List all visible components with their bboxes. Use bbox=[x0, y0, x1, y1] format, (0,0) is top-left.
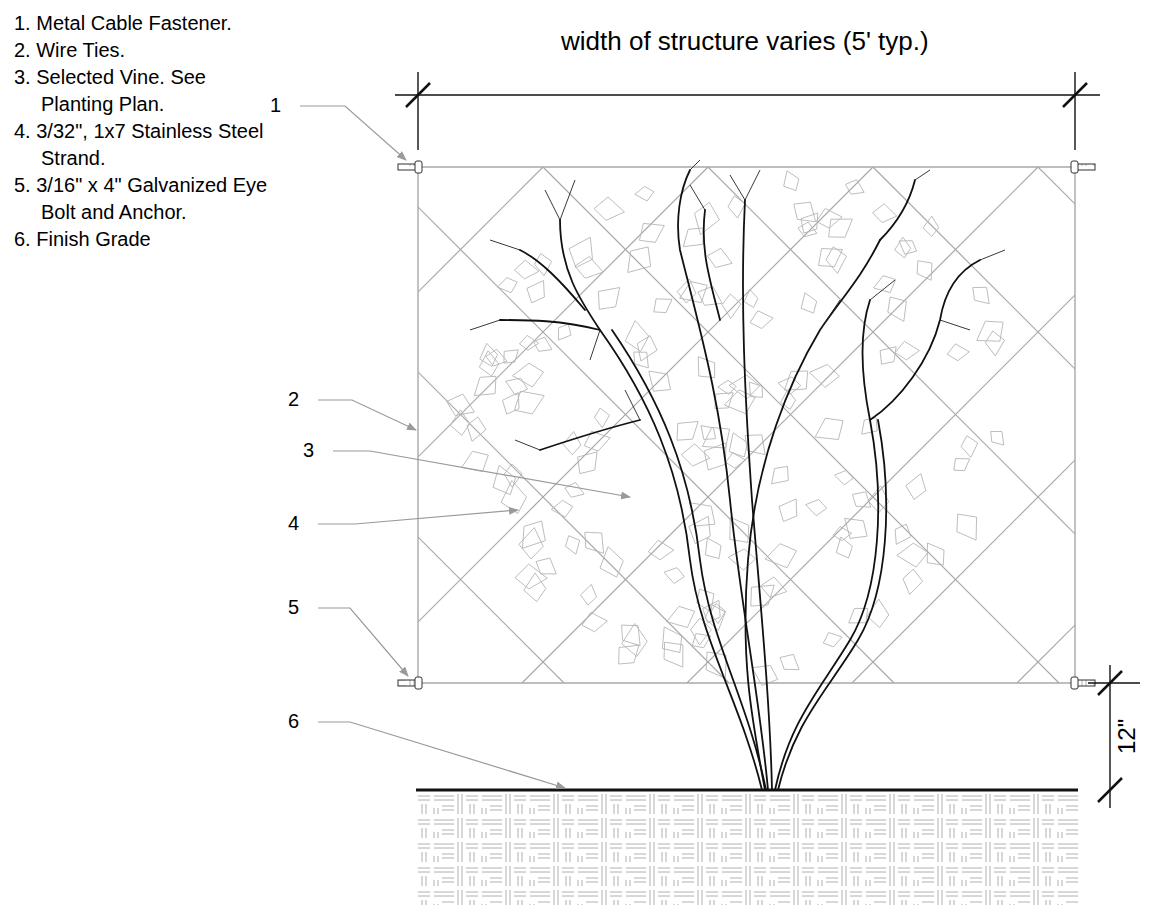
dimension-text: 12" bbox=[1113, 716, 1142, 757]
dimension-text: width of structure varies (5' typ.) bbox=[561, 26, 929, 57]
callout-number: 5 bbox=[288, 594, 299, 621]
leader-lines bbox=[300, 106, 630, 788]
callout-number: 6 bbox=[288, 708, 299, 735]
note-text: 1. Metal Cable Fastener. bbox=[14, 10, 232, 37]
note-text: 3. Selected Vine. See Planting Plan. bbox=[14, 64, 231, 118]
callout-number: 2 bbox=[288, 386, 299, 413]
note-text: 2. Wire Ties. bbox=[14, 37, 125, 64]
callout-number: 4 bbox=[288, 510, 299, 537]
callout-number: 1 bbox=[270, 92, 281, 119]
finish-grade bbox=[416, 789, 1078, 792]
note-text: 4. 3/32", 1x7 Stainless Steel Strand. bbox=[14, 118, 279, 172]
soil-hatch bbox=[418, 791, 1078, 905]
note-text: 5. 3/16" x 4" Galvanized Eye Bolt and An… bbox=[14, 172, 286, 226]
vine-stems bbox=[500, 170, 980, 790]
note-text: 6. Finish Grade bbox=[14, 226, 151, 253]
width-dimension bbox=[395, 72, 1100, 150]
callout-number: 3 bbox=[303, 437, 314, 464]
vine-leaves bbox=[447, 171, 1005, 686]
vine-twigs bbox=[470, 160, 1005, 450]
